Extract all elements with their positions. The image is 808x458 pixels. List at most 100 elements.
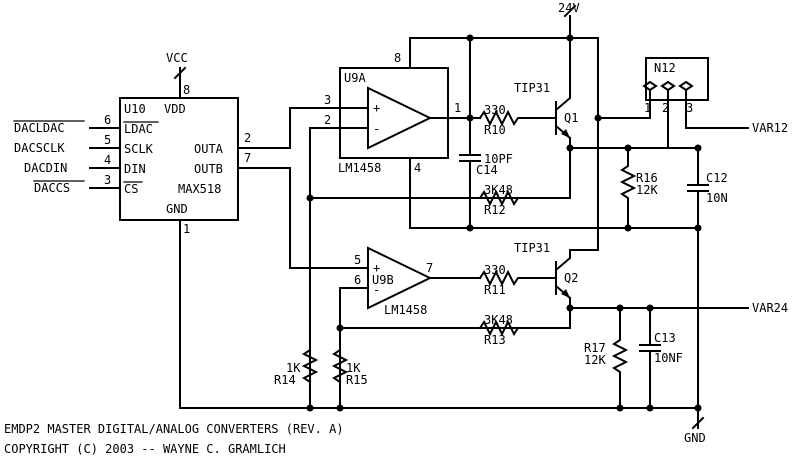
- r16-value: 12K: [636, 183, 658, 197]
- resistor-r11: [478, 269, 541, 287]
- supply-vcc-label: VCC: [166, 51, 188, 65]
- n12-pins: [642, 80, 694, 92]
- c14-ref: C14: [476, 163, 498, 177]
- q2-part: TIP31: [514, 241, 550, 255]
- u10-ref: U10: [124, 102, 146, 116]
- u9a-pin-v4: 4: [414, 161, 421, 175]
- rail-24v: [409, 4, 599, 251]
- footer-line-1: EMDP2 MASTER DIGITAL/ANALOG CONVERTERS (…: [4, 422, 344, 436]
- u10-gnd-label: GND: [166, 202, 188, 216]
- ground-bus-lower: [179, 219, 705, 430]
- u9b-plus: +: [373, 261, 380, 275]
- q1-part: TIP31: [514, 81, 550, 95]
- output-var24: VAR24: [752, 301, 788, 315]
- rail-vcc: [173, 66, 187, 99]
- n12-pin3: 3: [686, 101, 693, 115]
- u9a-part: LM1458: [338, 161, 381, 175]
- u10-sclk-label: SCLK: [124, 142, 154, 156]
- u10-output-wires: [237, 107, 369, 269]
- input-daccs: DACCS: [34, 181, 70, 195]
- u9a-box: [339, 67, 449, 159]
- input-dacdin: DACDIN: [24, 161, 67, 175]
- resistor-r10: [478, 109, 541, 127]
- u10-input-wires: [89, 127, 121, 189]
- var12-net: [306, 89, 749, 202]
- c13-ref: C13: [654, 331, 676, 345]
- u9a-pin-minus: 2: [324, 113, 331, 127]
- u10-cs-label: CS: [124, 182, 138, 196]
- supply-gnd-label: GND: [684, 431, 706, 445]
- r10-ref: R10: [484, 123, 506, 137]
- r17-value: 12K: [584, 353, 606, 367]
- capacitor-c14: [459, 154, 481, 232]
- r13-value: 3K48: [484, 313, 513, 327]
- resistor-r17: [611, 307, 629, 409]
- u10-pin-sclk: 5: [104, 133, 111, 147]
- u10-pin-cs: 3: [104, 173, 111, 187]
- u9a-pin-v8: 8: [394, 51, 401, 65]
- r15-ref: R15: [346, 373, 368, 387]
- n12-pin1: 1: [644, 101, 651, 115]
- u9b-pin-out: 7: [426, 261, 433, 275]
- footer-line-2: COPYRIGHT (C) 2003 -- WAYNE C. GRAMLICH: [4, 442, 286, 456]
- u10-pin-vdd: 8: [183, 83, 190, 97]
- resistor-r16: [619, 147, 637, 232]
- c12-ref: C12: [706, 171, 728, 185]
- u10-ldac-label: LDAC: [124, 122, 153, 136]
- input-dacsclk: DACSCLK: [14, 141, 65, 155]
- u9b-pin-minus: 6: [354, 273, 361, 287]
- u10-outb-label: OUTB: [194, 162, 223, 176]
- var24-net: [336, 304, 749, 332]
- resistor-r12: [478, 189, 520, 207]
- u9b-minus: -: [373, 283, 380, 297]
- c14-value: 10PF: [484, 152, 513, 166]
- r11-ref: R11: [484, 283, 506, 297]
- n12-pin2: 2: [662, 101, 669, 115]
- u10-din-label: DIN: [124, 162, 146, 176]
- u10-pin-outb: 7: [244, 151, 251, 165]
- r12-ref: R12: [484, 203, 506, 217]
- r10-value: 330: [484, 103, 506, 117]
- c13-value: 10NF: [654, 351, 683, 365]
- c12-value: 10N: [706, 191, 728, 205]
- u10-pin-gnd: 1: [183, 222, 190, 236]
- q2-ref: Q2: [564, 271, 578, 285]
- u9b-wires: [339, 277, 481, 409]
- capacitor-c12: [687, 147, 709, 429]
- r15-value: 1K: [346, 361, 361, 375]
- resistor-r15: [331, 348, 349, 384]
- r14-value: 1K: [286, 361, 301, 375]
- output-var12: VAR12: [752, 121, 788, 135]
- u9b-triangle: [367, 246, 433, 310]
- resistor-r14: [301, 348, 319, 384]
- u10-pin-ldac: 6: [104, 113, 111, 127]
- u9a-pin-plus: 3: [324, 93, 331, 107]
- supply-24v-label: 24V: [558, 1, 580, 15]
- n12-body: [645, 57, 709, 101]
- u10-vdd-label: VDD: [164, 102, 186, 116]
- resistor-r13: [478, 319, 520, 337]
- r17-ref: R17: [584, 341, 606, 355]
- r14-ref: R14: [274, 373, 296, 387]
- u9a-plus: +: [373, 101, 380, 115]
- n12-ref: N12: [654, 61, 676, 75]
- r16-ref: R16: [636, 171, 658, 185]
- q1-ref: Q1: [564, 111, 578, 125]
- u9a-triangle: [367, 86, 433, 150]
- r13-ref: R13: [484, 333, 506, 347]
- r11-value: 330: [484, 263, 506, 277]
- r12-value: 3K48: [484, 183, 513, 197]
- u10-pin-din: 4: [104, 153, 111, 167]
- u9a-pin-out: 1: [454, 101, 461, 115]
- u9a-wires: [309, 114, 481, 409]
- capacitor-c13: [639, 307, 661, 409]
- u9b-pin-plus: 5: [354, 253, 361, 267]
- u9b-ref: U9B: [372, 273, 394, 287]
- input-dacldac: DACLDAC: [14, 121, 65, 135]
- u10-pin-outa: 2: [244, 131, 251, 145]
- u9b-part: LM1458: [384, 303, 427, 317]
- u10-part: MAX518: [178, 182, 221, 196]
- u9a-minus: -: [373, 122, 380, 136]
